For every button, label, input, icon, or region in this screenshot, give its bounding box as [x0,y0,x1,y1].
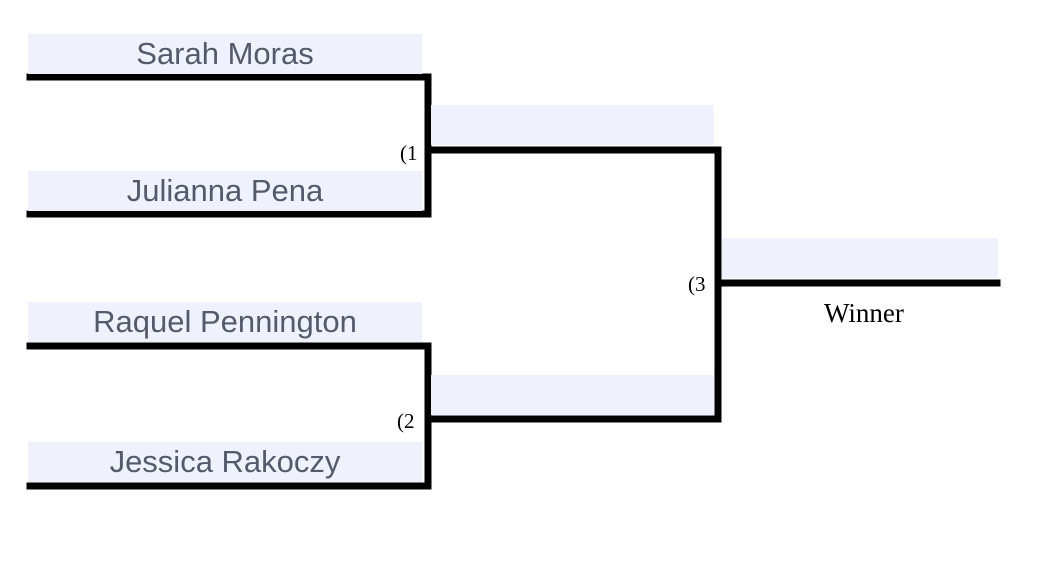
winner-slot [722,238,998,278]
player-slot-sarah-moras: Sarah Moras [28,34,422,74]
match-1-connector [26,73,432,218]
player-slot-jessica-rakoczy: Jessica Rakoczy [28,442,422,482]
final-slot-bottom [431,375,714,415]
player-slot-julianna-pena: Julianna Pena [28,171,422,211]
final-slot-top [431,105,714,145]
match-label-3: (3 [688,272,706,296]
match-label-2: (2 [397,409,415,433]
match-label-1: (1 [400,141,418,165]
winner-label: Winner [824,298,904,328]
player-slot-raquel-pennington: Raquel Pennington [28,302,422,342]
